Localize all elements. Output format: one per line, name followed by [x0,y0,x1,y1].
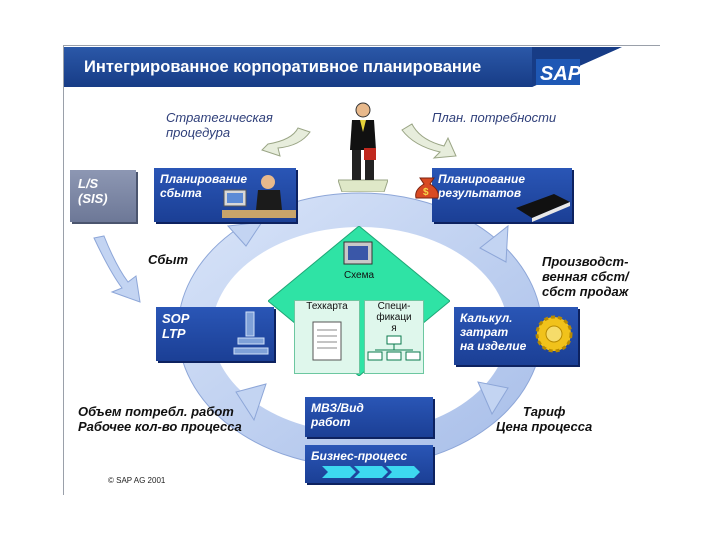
label-strategic: Стратегическая процедура [166,110,273,140]
microscope-base [233,347,269,355]
chain-step-3 [386,466,420,478]
box-mvz-line2: работ [311,415,351,429]
box-result-planning-line1: Планирование [438,172,526,186]
person-body [256,190,282,210]
tree-leaf-2 [386,351,402,361]
microscope-icon [233,311,269,355]
card-spec-line2: фикаци [376,312,412,323]
label-production-cost-line3: сбст продаж [542,284,629,299]
label-tariff-line1: Тариф [522,404,566,419]
businessman-head [355,102,371,118]
card-spec-line1: Специ- [377,301,411,312]
label-volume: Объем потребл. работ Рабочее кол-во проц… [78,404,242,434]
arrow-lis-to-sop [93,235,141,303]
ring-arrow-lower-right [477,381,509,416]
box-mvz: МВЗ/Вид работ [305,397,433,437]
label-volume-line2: Рабочее кол-во процесса [78,419,242,434]
person-head [261,175,275,189]
businessman-tie [360,120,366,132]
ring-arrow-upper-right [479,224,509,263]
box-mvz-line1: МВЗ/Вид [311,401,364,415]
top-rule [63,45,660,46]
businessman-leg-right [365,150,374,180]
book-icon [516,194,570,222]
box-sales-planning-line2: сбыта [160,186,202,200]
businessman-platform [338,179,388,192]
scheme-label: Схема [344,270,375,281]
document-icon [312,321,342,361]
label-plan-needs: План. потребности [432,110,557,125]
process-chain-icon [322,466,420,478]
label-volume-line1: Объем потребл. работ [78,404,234,419]
label-production-cost-line2: венная сбст/ [542,269,629,284]
label-sbyt: Сбыт [148,252,189,267]
box-sales-planning-line1: Планирование [160,172,248,186]
book-cover [516,194,570,218]
box-cost-calculation: Калькул. затрат на изделие [454,307,578,365]
money-bag-sign: $ [423,187,429,198]
ring-arrow-lower-left [235,383,267,422]
tree-leaf-1 [367,351,383,361]
box-lis-line2: (SIS) [78,191,108,206]
box-calc-line3: на изделие [460,339,527,353]
businessman-icon [338,102,388,192]
sap-logo-block [536,59,580,85]
monitor-screen [227,193,243,203]
microscope-stage [237,337,265,345]
book-pages [532,202,570,222]
tree-leaf-3 [405,351,421,361]
card-specification: Специ- фикаци я [364,300,424,374]
gear-inner [545,325,563,343]
microscope-tube [245,311,255,337]
label-production-cost: Производст- венная сбст/ сбст продаж [542,254,629,299]
sap-logo-text: SAP [540,63,582,85]
money-bag-icon: $ [415,177,439,199]
document-page [312,321,342,361]
card-techcard-label: Техкарта [306,301,348,312]
card-spec-line3: я [391,323,397,334]
money-bag [415,177,439,199]
chain-step-2 [354,466,388,478]
label-production-cost-line1: Производст- [542,254,629,269]
arrow-strategic [261,127,311,157]
label-strategic-line1: Стратегическая [166,110,273,125]
copyright: © SAP AG 2001 [108,476,166,485]
arrow-plan-needs [401,123,457,159]
box-calc-line2: затрат [460,325,509,339]
box-result-planning-line2: результатов [438,186,522,200]
card-techcard: Техкарта [294,300,360,374]
box-sop-line2: LTP [162,326,186,341]
left-rule [63,45,64,495]
box-calc-line1: Калькул. [460,311,513,325]
header-title: Интегрированное корпоративное планирован… [64,47,619,87]
desk [222,210,296,218]
sap-logo: SAP [532,47,622,87]
businessman-body [350,120,376,150]
box-lis: L/S (SIS) [70,170,136,222]
computer-user-icon [222,175,296,218]
box-lis-line1: L/S [78,176,99,191]
box-bp-label: Бизнес-процесс [311,449,408,463]
label-tariff-line2: Цена процесса [496,419,593,434]
chain-step-1 [322,466,356,478]
businessman-briefcase [364,148,376,160]
tree-root [386,335,402,345]
box-sop-line1: SOP [162,311,190,326]
ring-arrow-upper-left [226,221,264,247]
label-tariff: Тариф Цена процесса [496,404,592,434]
label-strategic-line2: процедура [166,125,231,140]
tree-icon [367,335,421,361]
scheme-monitor-screen [348,246,368,260]
gear-coin-icon [535,315,573,353]
businessman-leg-left [352,150,361,180]
card-spec-label: Специ- фикаци я [365,301,423,334]
